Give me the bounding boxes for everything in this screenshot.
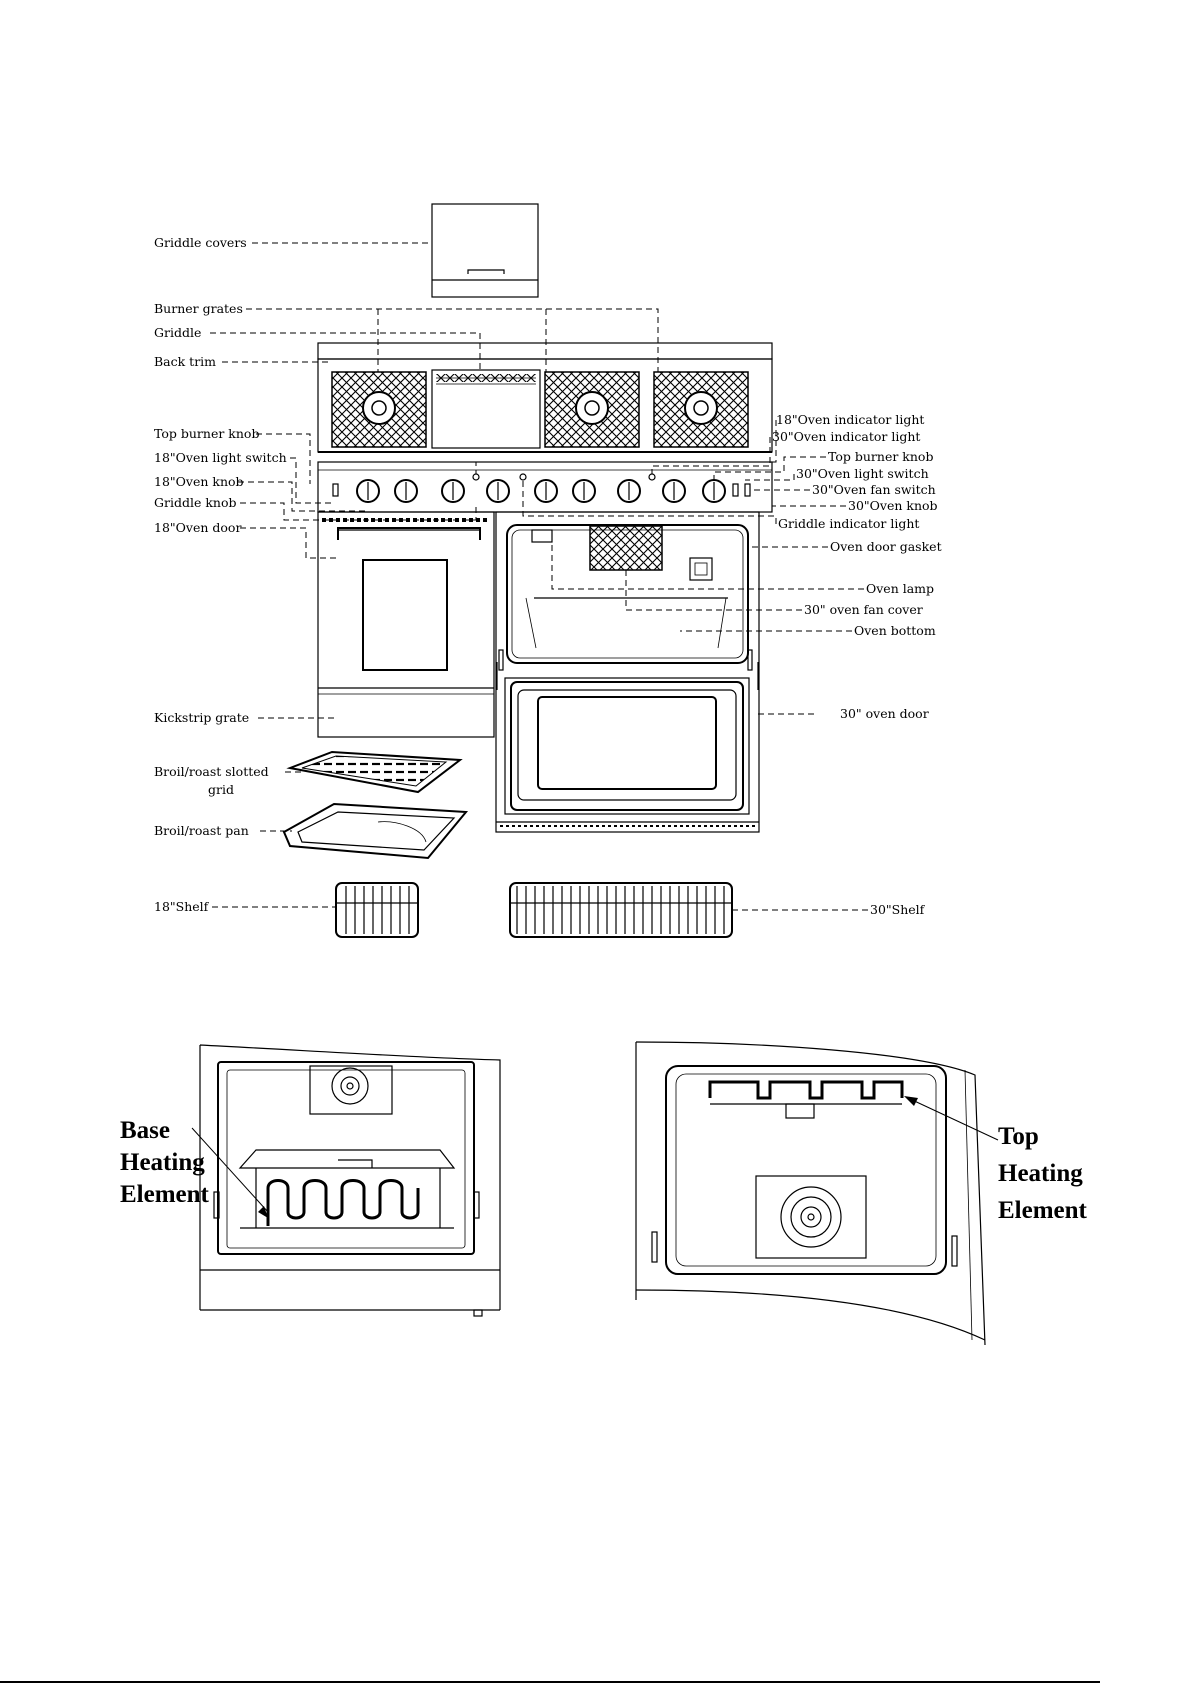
callout-base-3: Element — [120, 1181, 210, 1208]
griddle-cover — [431, 203, 539, 298]
label-30-shelf: 30"Shelf — [870, 902, 926, 917]
label-30-oven-door: 30" oven door — [840, 706, 929, 721]
label-18-oven-knob: 18"Oven knob — [154, 474, 244, 489]
left-leaders — [210, 242, 659, 908]
label-oven-door-gasket: Oven door gasket — [830, 539, 942, 554]
label-30-oven-knob: 30"Oven knob — [848, 498, 938, 513]
oven-30 — [495, 511, 760, 833]
label-30-oven-light-switch: 30"Oven light switch — [796, 466, 929, 481]
callout-base-1: Base — [120, 1117, 170, 1144]
label-18-oven-door: 18"Oven door — [154, 520, 241, 535]
oven-18 — [317, 511, 495, 738]
right-leaders — [475, 420, 868, 911]
label-back-trim: Back trim — [154, 354, 216, 369]
label-oven-bottom: Oven bottom — [854, 623, 936, 638]
cooktop — [317, 342, 773, 453]
control-panel — [317, 461, 773, 513]
label-griddle-indicator-light: Griddle indicator light — [778, 516, 919, 531]
label-broil-pan: Broil/roast pan — [154, 823, 249, 838]
label-30-oven-indicator-light: 30"Oven indicator light — [772, 429, 920, 444]
label-griddle-covers: Griddle covers — [154, 235, 247, 250]
label-18-oven-light-switch: 18"Oven light switch — [154, 450, 287, 465]
callout-base-2: Heating — [120, 1149, 205, 1176]
label-oven-lamp: Oven lamp — [866, 581, 934, 596]
shelf-18 — [335, 882, 419, 938]
label-griddle-knob: Griddle knob — [154, 495, 236, 510]
label-broil-grid-2: grid — [208, 782, 234, 797]
broil-grid — [286, 750, 463, 794]
label-18-shelf: 18"Shelf — [154, 899, 210, 914]
shelf-30 — [509, 882, 733, 938]
label-30-oven-fan-cover: 30" oven fan cover — [804, 602, 923, 617]
label-top-burner-knob-left: Top burner knob — [154, 426, 259, 441]
label-18-oven-indicator-light: 18"Oven indicator light — [776, 412, 924, 427]
callout-top-1: Top — [998, 1123, 1039, 1150]
oven-interior-base-view — [191, 1044, 501, 1317]
callout-top-3: Element — [998, 1197, 1088, 1224]
label-griddle: Griddle — [154, 325, 201, 340]
label-broil-grid-1: Broil/roast slotted — [154, 764, 269, 779]
label-kickstrip-grate: Kickstrip grate — [154, 710, 249, 725]
callout-top-2: Heating — [998, 1160, 1083, 1187]
label-top-burner-knob-right: Top burner knob — [828, 449, 933, 464]
label-30-oven-fan-switch: 30"Oven fan switch — [812, 482, 936, 497]
oven-interior-top-view — [635, 1041, 999, 1346]
label-burner-grates: Burner grates — [154, 301, 243, 316]
broil-pan — [282, 802, 469, 860]
